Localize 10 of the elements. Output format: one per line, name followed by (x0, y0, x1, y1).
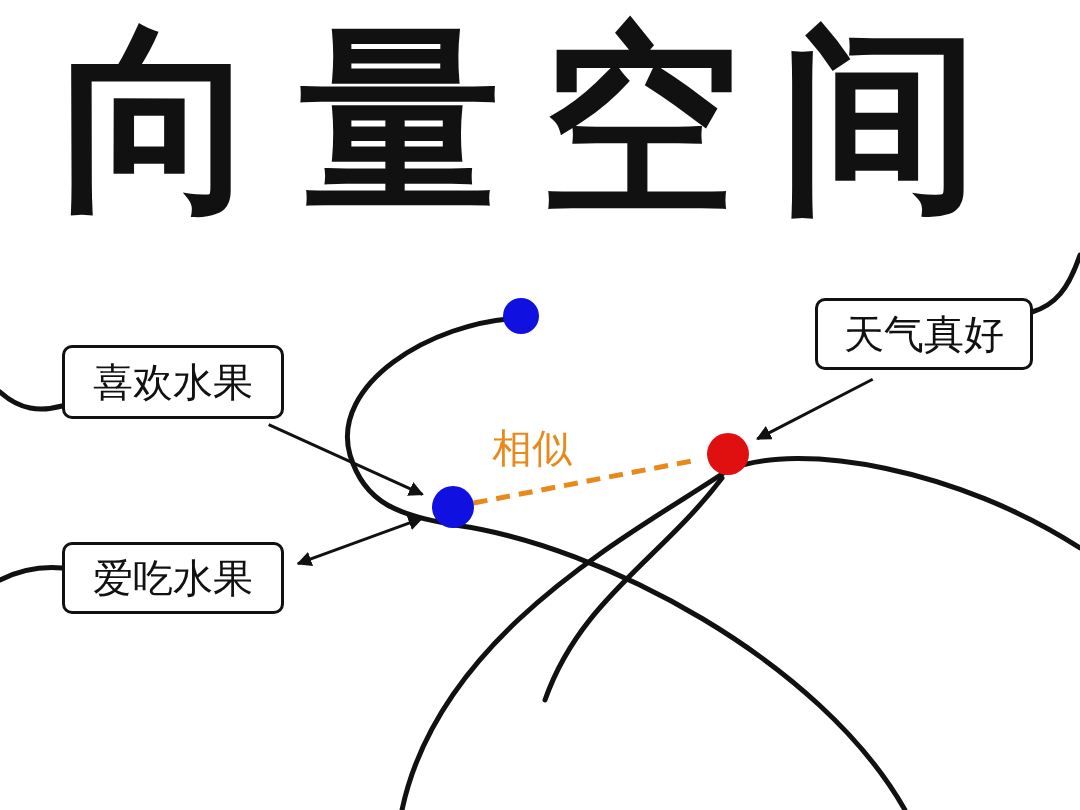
vector-point (432, 486, 474, 528)
text-label: 爱吃水果 (62, 542, 284, 614)
arrow (756, 377, 874, 441)
vector-point (503, 298, 539, 334)
text-label: 喜欢水果 (62, 345, 284, 419)
arrow (296, 515, 424, 567)
arrow (268, 423, 424, 496)
vector-point (707, 433, 749, 475)
title: 向量空间 (59, 2, 1021, 238)
text-label: 天气真好 (815, 298, 1033, 370)
